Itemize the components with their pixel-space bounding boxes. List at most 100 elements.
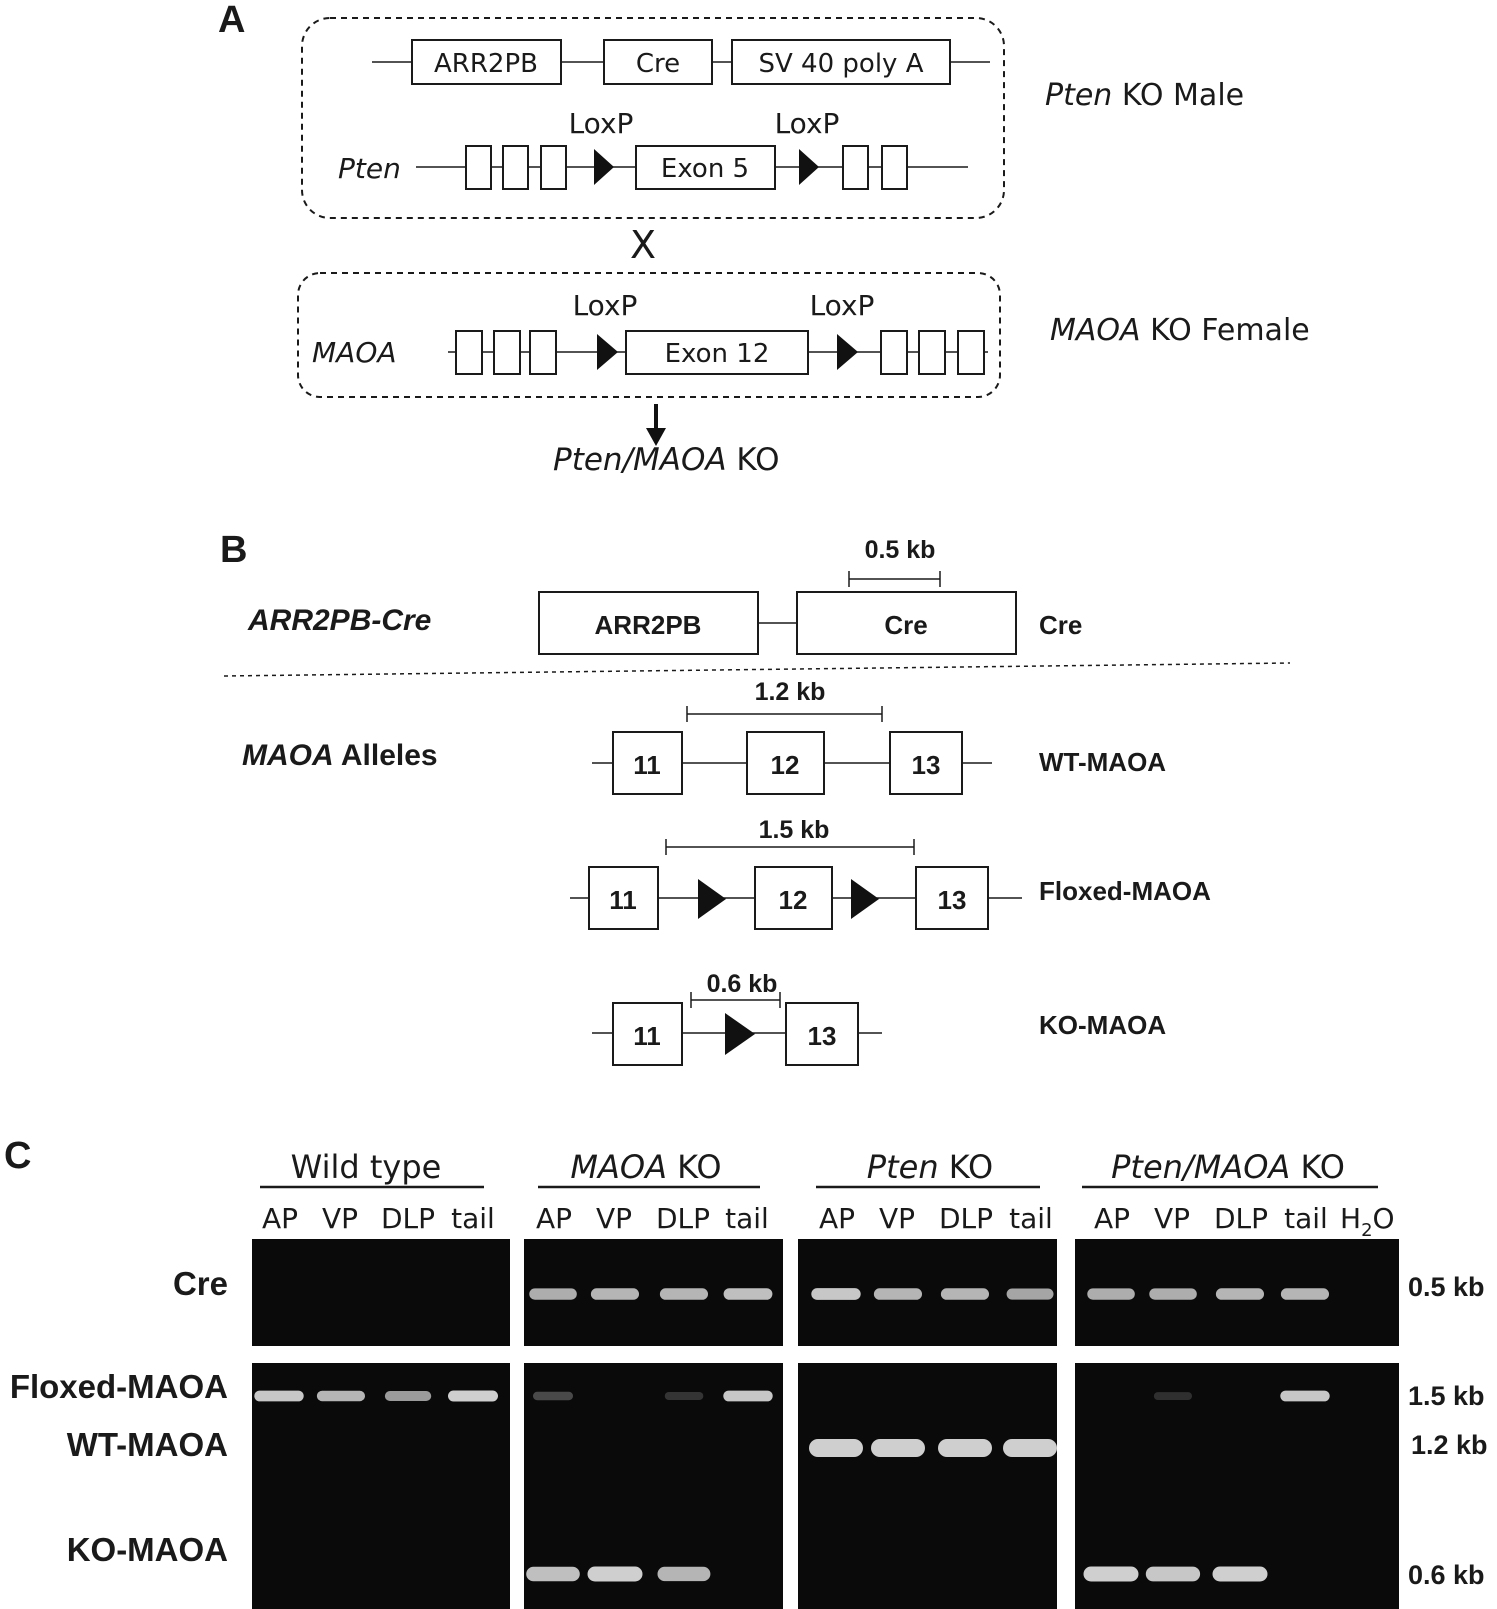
maoa-female-frame — [297, 272, 1001, 398]
size-label: 1.2 kb — [1411, 1430, 1488, 1460]
loxp-label: LoxP — [775, 107, 840, 140]
row-label-cre: Cre — [173, 1265, 228, 1302]
gel-band-floxed — [316, 1390, 365, 1402]
lane-label: AP — [1094, 1202, 1130, 1235]
gel-band-ko — [526, 1566, 580, 1582]
pten-male-frame — [301, 17, 1005, 219]
loxp-label: LoxP — [810, 289, 875, 322]
maoa-gene-label: MAOA — [312, 336, 397, 369]
loxp-label: LoxP — [573, 289, 638, 322]
gel-band-cre — [529, 1288, 577, 1300]
lane-label: AP — [536, 1202, 572, 1235]
size-label: 1.5 kb — [1408, 1381, 1485, 1411]
sv40-label-a: SV 40 poly A — [759, 49, 924, 79]
size-label: 0.6 kb — [1408, 1560, 1485, 1590]
loxp-triangle — [851, 879, 879, 919]
gel-bands — [254, 1288, 1330, 1582]
gel-cre-wild-type — [252, 1239, 510, 1346]
gel-band-cre — [1149, 1288, 1197, 1300]
cre-box-a — [603, 39, 713, 85]
lane-labels: AP VP DLP tail AP VP DLP tail AP VP DLP … — [262, 1202, 1395, 1241]
ko-maoa-name: KO-MAOA — [1039, 1010, 1166, 1040]
floxed-exon-box — [588, 866, 659, 930]
floxed-exon-box — [915, 866, 989, 930]
pten-exon5-label: Exon 5 — [661, 154, 749, 184]
gel-band-wt — [871, 1439, 925, 1457]
wt-exon-label: 11 — [633, 750, 661, 780]
lane-label: DLP — [656, 1202, 710, 1235]
gel-band-ko — [1145, 1566, 1201, 1582]
pten-exon-box — [881, 145, 908, 190]
arr2pb-box-a — [411, 39, 562, 85]
floxed-exon-label: 11 — [609, 885, 637, 915]
pten-exon-box — [465, 145, 492, 190]
loxp-triangle — [725, 1013, 755, 1055]
section-divider — [223, 662, 1291, 677]
loxp-triangle — [698, 879, 726, 919]
lane-label: DLP — [1214, 1202, 1268, 1235]
lane-label: tail — [1009, 1202, 1053, 1235]
gel-band-wt — [809, 1439, 863, 1457]
loxp-triangle — [837, 334, 858, 370]
cross-symbol: X — [630, 223, 656, 267]
gel-band-cre — [1087, 1288, 1135, 1300]
pten-exon-box — [502, 145, 529, 190]
gel-band-ko — [657, 1566, 711, 1582]
maoa-exon-box — [880, 330, 908, 375]
gel-band-wt — [1003, 1439, 1057, 1457]
lane-label: DLP — [381, 1202, 435, 1235]
gel-maoa-pten-ko — [798, 1363, 1057, 1609]
maoa-exon-box — [529, 330, 557, 375]
panel-a-label: A — [218, 0, 245, 41]
gel-band-cre — [873, 1288, 922, 1300]
maoa-exon-box — [493, 330, 521, 375]
cre-label-a: Cre — [636, 49, 680, 79]
size-label: 0.5 kb — [1408, 1272, 1485, 1302]
wt-exon-box — [889, 731, 963, 795]
ko-amplicon-size: 0.6 kb — [707, 970, 778, 998]
gel-band-cre — [940, 1288, 989, 1300]
gel-band-floxed — [533, 1391, 573, 1401]
floxed-amplicon-size: 1.5 kb — [759, 816, 830, 844]
gel-band-cre — [1006, 1288, 1054, 1300]
panel-b-label: B — [220, 529, 247, 571]
gel-band-floxed — [1153, 1392, 1192, 1400]
loxp-label: LoxP — [569, 107, 634, 140]
maoa-exon12-label: Exon 12 — [665, 339, 770, 369]
gel-band-cre — [1215, 1288, 1264, 1300]
lane-label: VP — [879, 1202, 915, 1235]
ko-exon-box — [612, 1002, 683, 1066]
gel-maoa-wild-type — [252, 1363, 510, 1609]
pten-ko-male-label: Pten KO Male — [1045, 78, 1244, 113]
row-label-floxed-maoa: Floxed-MAOA — [10, 1368, 228, 1405]
group-header-maoa-ko: MAOA KO — [570, 1148, 721, 1186]
floxed-maoa-name: Floxed-MAOA — [1039, 876, 1211, 906]
pten-exon5-box — [635, 145, 776, 190]
floxed-exon-label: 12 — [779, 885, 808, 915]
group-header-pten-ko: Pten KO — [867, 1148, 993, 1186]
gel-band-ko — [1212, 1566, 1268, 1582]
lane-label: AP — [819, 1202, 855, 1235]
gel-band-cre — [590, 1288, 639, 1300]
lane-label: tail — [725, 1202, 769, 1235]
gel-band-cre — [723, 1288, 773, 1300]
cre-label-b: Cre — [884, 610, 927, 640]
maoa-exon-box — [957, 330, 985, 375]
gel-band-ko — [587, 1566, 643, 1582]
row-label-wt-maoa: WT-MAOA — [67, 1426, 228, 1463]
lane-label: VP — [1154, 1202, 1190, 1235]
wt-exon-box — [746, 731, 825, 795]
group-header-pten-maoa-ko: Pten/MAOA KO — [1111, 1148, 1345, 1186]
lane-label: VP — [322, 1202, 358, 1235]
gel-band-floxed — [384, 1391, 432, 1401]
wt-exon-label: 12 — [771, 750, 800, 780]
maoa-exon-box — [455, 330, 483, 375]
gel-band-cre — [659, 1288, 708, 1300]
lane-label: AP — [262, 1202, 298, 1235]
gel-band-wt — [938, 1439, 992, 1457]
floxed-exon-label: 13 — [938, 885, 967, 915]
cre-amplicon-size: 0.5 kb — [865, 536, 936, 564]
panel-c-label: C — [4, 1135, 31, 1177]
gel-band-floxed — [448, 1390, 498, 1402]
loxp-triangle — [799, 149, 819, 185]
